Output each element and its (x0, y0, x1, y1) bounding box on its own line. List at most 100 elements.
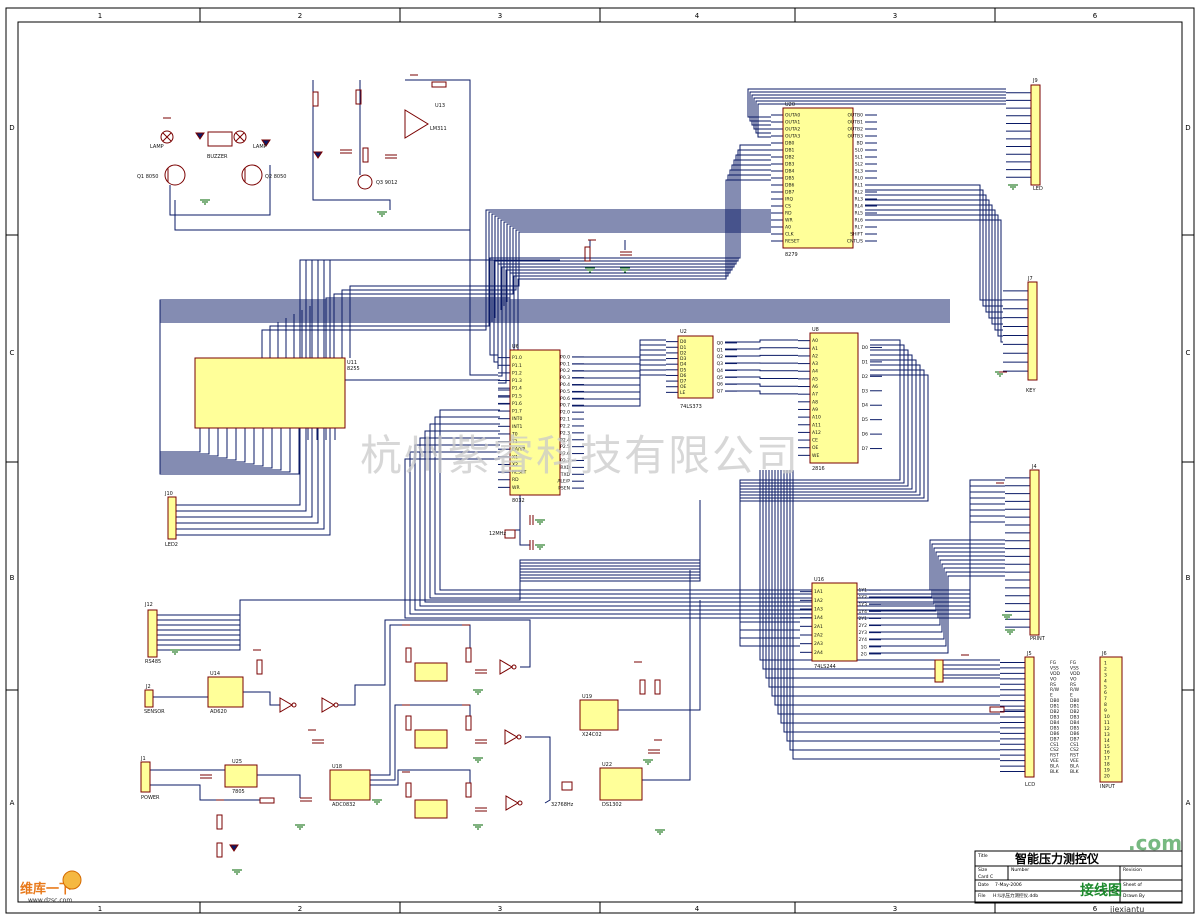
pin-label: DB7 (785, 190, 795, 196)
wire (350, 232, 771, 345)
pin-label: A9 (812, 407, 818, 413)
crystal-label: 12MHz (489, 531, 506, 537)
date-label: Date (978, 882, 989, 888)
pin-label: CLK (785, 232, 795, 238)
connector-j10 (168, 497, 176, 539)
ref-u19: U19 (582, 694, 592, 700)
pin-label: LE (680, 390, 686, 396)
pin-label: 7 (1104, 696, 1107, 702)
optocoupler-3 (415, 800, 447, 818)
pin-label: P1.5 (512, 393, 522, 399)
pin-label: 19 (1104, 768, 1110, 774)
pin-label: RL0 (855, 176, 864, 182)
pin-label: 6 (1104, 690, 1107, 696)
ground-icon (473, 690, 483, 694)
pin-label: OUTA1 (785, 120, 800, 126)
ic-8255 (195, 358, 345, 428)
col-label: 6 (1093, 905, 1098, 913)
pin-label: OUTB1 (847, 120, 863, 126)
pin-label: D7 (862, 446, 868, 452)
ref-j7: J7 (1027, 276, 1033, 282)
pin-label: 2A1 (814, 624, 823, 630)
pin-label: OE (680, 384, 687, 390)
name-j4: PRINT (1030, 636, 1046, 642)
pin-label: D0 (680, 339, 686, 345)
col-label: 6 (1093, 12, 1098, 20)
pin-label: A5 (812, 376, 818, 382)
col-label: 2 (298, 12, 302, 20)
pin-label: CS2 (1070, 747, 1079, 753)
pin-label: P1.0 (512, 355, 522, 361)
date-value: 7-May-2006 (995, 882, 1022, 888)
ground-icon (1005, 630, 1015, 634)
wire (725, 348, 798, 349)
row-label: D (1185, 124, 1190, 132)
drawn-label: Drawn By (1123, 893, 1145, 899)
pin-label: DB7 (1070, 736, 1080, 742)
ic-ad620 (208, 677, 243, 707)
ref-u22: U22 (602, 762, 612, 768)
pin-label: OUTA0 (785, 113, 800, 119)
pin-label: 1Y3 (859, 602, 868, 608)
pin-label: P0.3 (560, 375, 570, 381)
pin-label: WR (512, 485, 520, 491)
ground-icon (1008, 185, 1018, 189)
pin-label: DB5 (785, 176, 795, 182)
col-label: 1 (98, 905, 102, 913)
ic-ds1302 (600, 768, 642, 800)
pin-label: BLA (1070, 764, 1080, 770)
size-label: Size (978, 867, 987, 873)
row-label: A (1186, 799, 1191, 807)
pin-label: VO (1050, 676, 1057, 682)
part-u13: LM311 (430, 126, 447, 132)
logo-right-com: .com (1128, 831, 1182, 855)
pin-label: VSS (1050, 665, 1059, 671)
wire (725, 340, 798, 342)
connector-j7 (1028, 282, 1037, 380)
wire (490, 145, 771, 355)
col-label: 3 (893, 12, 897, 20)
lamp-label: LAMP (253, 144, 267, 150)
pin-label: 2Y1 (859, 616, 868, 622)
pin-label: D6 (680, 373, 686, 379)
pin-label: DB1 (785, 148, 795, 154)
wire (775, 470, 1000, 705)
wire (772, 470, 1000, 696)
part-u8: 2816 (812, 466, 825, 472)
pin-label: FG (1070, 660, 1077, 666)
pin-label: OUTB2 (847, 127, 863, 133)
transistor-label: Q1 8050 (137, 174, 158, 180)
pin-label: 2 (1104, 666, 1107, 672)
size-value: Card C (978, 874, 993, 880)
number-label: Number (1011, 867, 1029, 873)
ic-x24c02 (580, 700, 618, 730)
pin-label: 10 (1104, 714, 1110, 720)
file-value: H:\UJ\压力测控仪.ddb (993, 892, 1038, 899)
connector-j4 (1030, 470, 1039, 635)
ground-icon (995, 372, 1005, 376)
wire (520, 530, 530, 545)
ref-u8: U8 (812, 327, 819, 333)
transistor-label: Q3 9012 (376, 180, 397, 186)
part-u11: 8255 (347, 366, 360, 372)
pin-label: 2Y3 (859, 630, 868, 636)
wire (869, 560, 1005, 625)
part-u20: 8279 (785, 252, 798, 258)
pin-label: P2.0 (560, 410, 570, 416)
ref-u14: U14 (210, 671, 220, 677)
pin-label: D3 (862, 388, 868, 394)
pin-label: Q5 (717, 375, 724, 381)
ground-icon (170, 650, 180, 654)
pin-label: 1Y2 (859, 595, 868, 601)
wire (157, 500, 700, 640)
pin-label: P2.2 (560, 423, 570, 429)
logo-mascot-icon (63, 871, 81, 889)
ground-icon (643, 760, 653, 764)
pin-label: SL3 (855, 169, 863, 175)
pin-label: P0.6 (560, 396, 570, 402)
pin-label: RL7 (855, 225, 864, 231)
pin-label: RST (1050, 753, 1059, 759)
name-j5: LCD (1025, 782, 1035, 788)
ref-j10: J10 (164, 491, 173, 497)
